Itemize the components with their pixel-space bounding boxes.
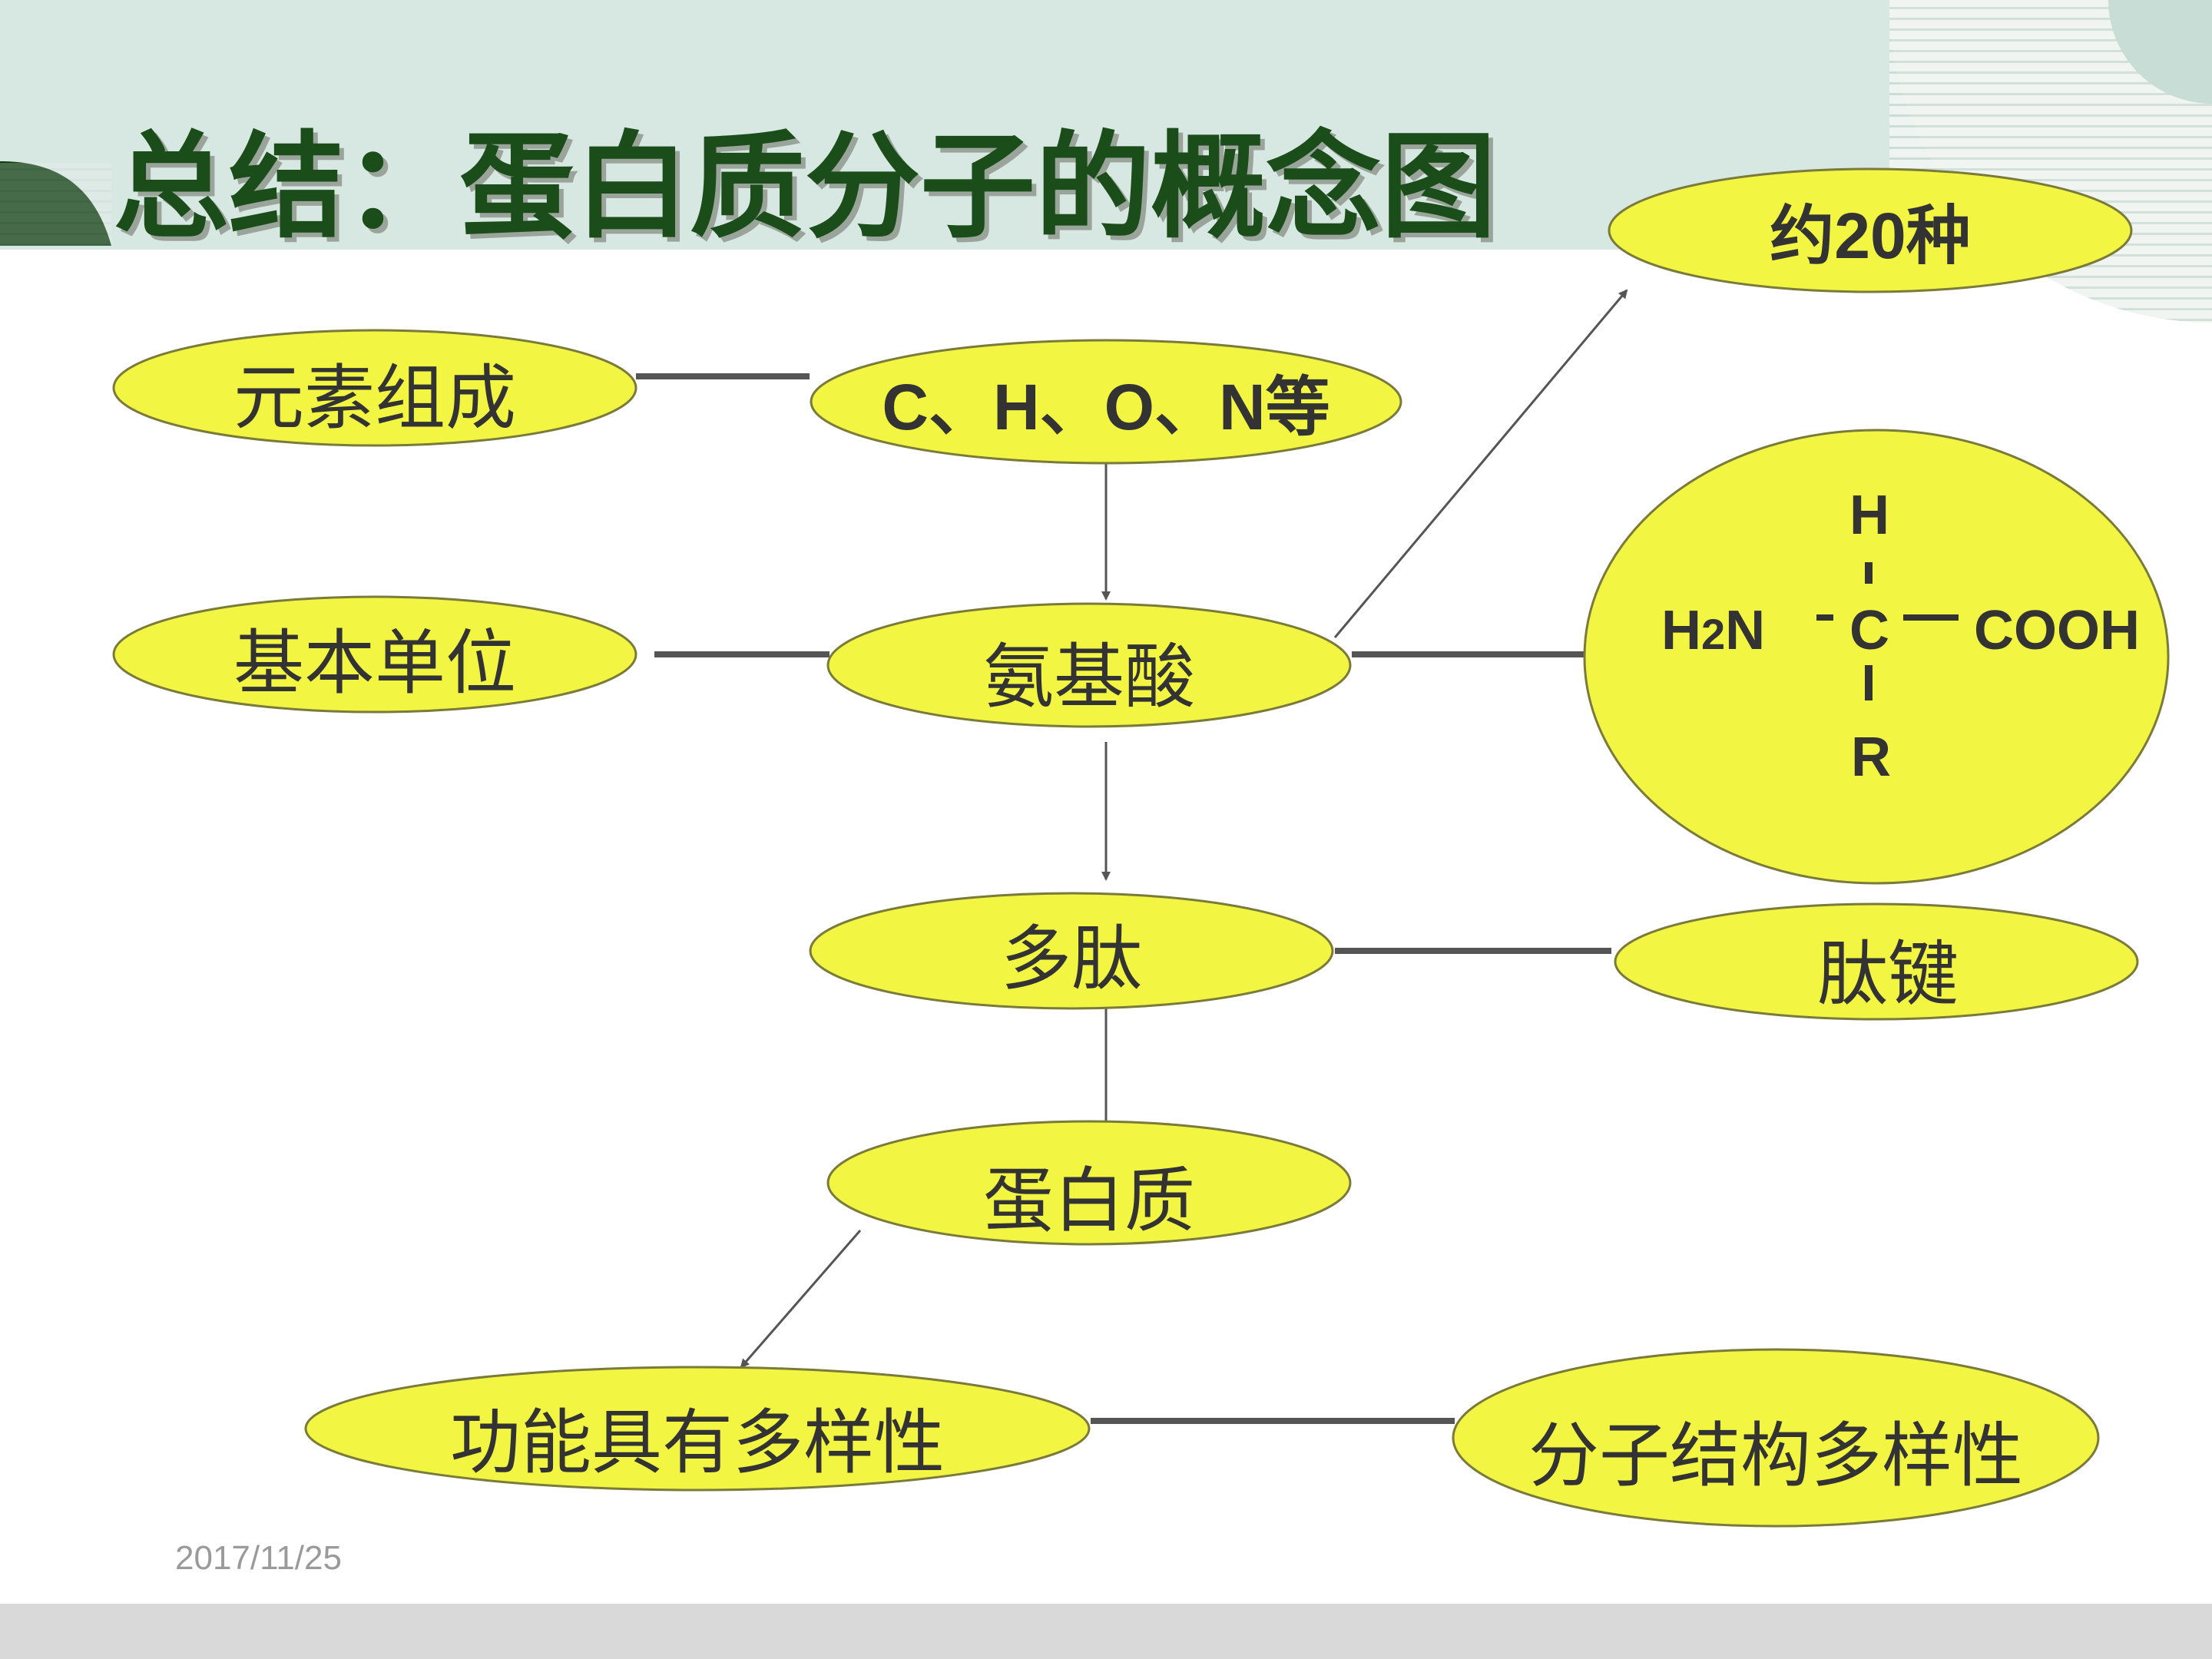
label-peptide-bond: 肽键 [1816, 932, 1959, 1015]
node-kinds [1608, 167, 2133, 293]
node-structural-formula [1583, 429, 2170, 885]
formula-left-group: H2N [1661, 600, 1766, 661]
label-elements-label: 元素组成 [233, 356, 516, 439]
corner-circle-decoration [2108, 0, 2212, 104]
bond-right [1903, 614, 1959, 621]
label-elements: C、H、O、N等 [882, 370, 1330, 443]
footer-band [0, 1604, 2212, 1659]
slide-date: 2017/11/25 [175, 1539, 342, 1577]
header-striped-arc [1889, 0, 2212, 323]
label-amino-acid: 氨基酸 [982, 635, 1195, 718]
formula-top-h: H [1849, 485, 1889, 546]
formula-center-c: C [1849, 600, 1889, 661]
formula-bottom-r: R [1851, 727, 1891, 788]
label-kinds: 约20种 [1770, 199, 1971, 272]
bond-left [1816, 614, 1833, 621]
bond-top [1865, 562, 1873, 584]
arrow-protein-to-function [740, 1230, 862, 1369]
arrow-amino-acid-to-kinds [1333, 289, 1628, 638]
formula-right-cooh: COOH [1974, 600, 2140, 661]
bond-bottom [1865, 665, 1873, 700]
node-amino-acid [826, 602, 1352, 728]
node-protein [826, 1120, 1352, 1246]
node-structure-diversity [1452, 1348, 2100, 1528]
label-unit-label: 基本单位 [233, 621, 516, 704]
label-protein: 蛋白质 [982, 1159, 1195, 1242]
label-polypeptide: 多肽 [1000, 917, 1142, 1000]
node-function-diversity [304, 1366, 1091, 1492]
node-polypeptide [809, 892, 1334, 1010]
arrows [740, 289, 1628, 1369]
node-unit-label [112, 595, 637, 714]
label-structure-diversity: 分子结构多样性 [1528, 1414, 2023, 1497]
connector-lines [636, 373, 1613, 1424]
node-elements [810, 339, 1402, 465]
node-peptide-bond [1614, 902, 2139, 1021]
label-function-diversity: 功能具有多样性 [449, 1401, 945, 1484]
formula-bonds [1816, 562, 1959, 700]
node-elements-label [112, 329, 637, 447]
page-title: 总结：蛋白质分子的概念图 [114, 120, 1497, 254]
